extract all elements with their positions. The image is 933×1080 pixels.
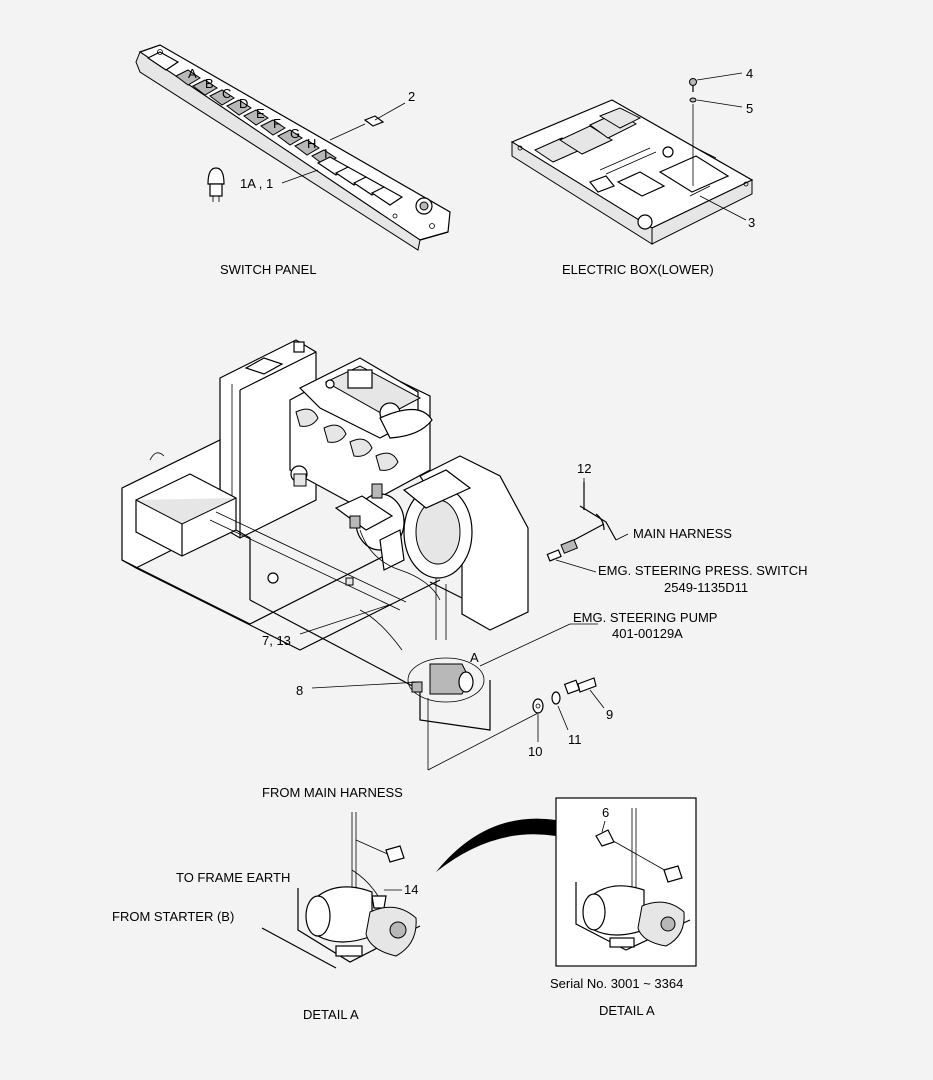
flat-washer-icon (532, 698, 544, 714)
main-harness-label: MAIN HARNESS (633, 526, 732, 541)
switch-letter-f: F (273, 116, 281, 131)
serial-number-range: Serial No. 3001 ~ 3364 (550, 976, 683, 991)
switch-letter-e: E (256, 106, 265, 121)
callout-2: 2 (408, 89, 415, 104)
callout-1a-1: 1A , 1 (240, 176, 273, 191)
callout-12: 12 (577, 461, 591, 476)
harness-wires (359, 529, 441, 651)
frame-drawing (121, 439, 491, 731)
switch-letter-c: C (222, 86, 231, 101)
to-frame-earth-label: TO FRAME EARTH (176, 870, 290, 885)
detail-a-right-drawing (575, 808, 691, 951)
callout-a: A (470, 650, 479, 665)
washer-icon (689, 97, 697, 103)
detail-arrow (436, 818, 556, 872)
callout-10: 10 (528, 744, 542, 759)
callout-5: 5 (746, 101, 753, 116)
switch-letter-i: I (324, 146, 328, 161)
engine-drawing (289, 357, 433, 509)
emg-switch-drawing (546, 482, 617, 562)
emg-switch-label: EMG. STEERING PRESS. SWITCH (598, 563, 807, 578)
bolt-icon (563, 677, 597, 695)
from-starter-label: FROM STARTER (B) (112, 909, 234, 924)
detail-a-right-title: DETAIL A (599, 1003, 655, 1018)
detail-a-left-title: DETAIL A (303, 1007, 359, 1022)
radiator-drawing (219, 339, 317, 539)
detail-a-left-drawing (261, 812, 421, 969)
callout-9: 9 (606, 707, 613, 722)
callout-14: 14 (404, 882, 418, 897)
switch-letter-d: D (239, 96, 248, 111)
switch-buttons (175, 69, 404, 206)
bulb-icon (207, 167, 225, 202)
switch-panel-drawing: A B C D E F G H I (135, 44, 451, 251)
callout-7-13: 7, 13 (262, 633, 291, 648)
switch-letter-a: A (188, 66, 197, 81)
emg-switch-part-number: 2549-1135D11 (664, 580, 748, 595)
switch-letter-b: B (205, 76, 214, 91)
callout-6: 6 (602, 805, 609, 820)
callout-11: 11 (568, 732, 582, 747)
lock-washer-icon (551, 691, 561, 705)
callout-4: 4 (746, 66, 753, 81)
electric-box-drawing (510, 99, 754, 245)
emg-pump-part-number: 401-00129A (612, 626, 683, 641)
transmission-drawing (334, 455, 529, 640)
callout-3: 3 (748, 215, 755, 230)
from-main-harness-label: FROM MAIN HARNESS (262, 785, 403, 800)
emg-pump-callout-a (407, 657, 485, 703)
screw-icon (689, 78, 697, 92)
switch-panel-title: SWITCH PANEL (220, 262, 317, 277)
switch-letter-h: H (307, 136, 316, 151)
callout-8: 8 (296, 683, 303, 698)
switch-letter-g: G (290, 126, 300, 141)
emg-pump-label: EMG. STEERING PUMP (573, 610, 717, 625)
electric-box-title: ELECTRIC BOX(LOWER) (562, 262, 714, 277)
